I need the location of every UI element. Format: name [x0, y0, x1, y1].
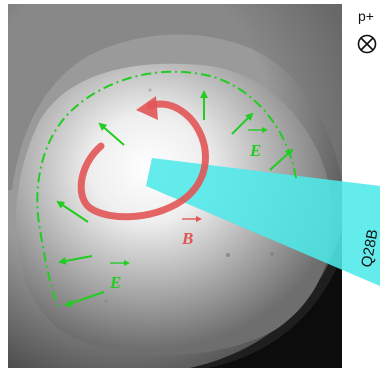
- probe-beam: [146, 158, 380, 286]
- e-lower-text: E: [109, 273, 121, 292]
- e-field-arrow: [269, 148, 294, 171]
- e-field-arrow: [64, 291, 105, 307]
- b-text: B: [181, 229, 193, 248]
- e-lower-label: E: [109, 260, 130, 292]
- b-label: B: [181, 216, 202, 248]
- beam-label: p+: [358, 8, 374, 24]
- b-field-arrowhead: [136, 96, 158, 120]
- field-boundary-line: [36, 70, 297, 307]
- e-field-arrow: [98, 122, 125, 146]
- e-field-arrow: [58, 255, 93, 265]
- e-upper-label: E: [248, 127, 268, 160]
- magnetic-field-loop: [77, 96, 209, 221]
- probe-label: Q28B: [358, 228, 380, 269]
- e-field-arrow: [56, 200, 89, 223]
- e-upper-text: E: [249, 141, 261, 160]
- electric-field-arrows: [56, 90, 294, 307]
- into-page-cross-icon: [357, 34, 377, 54]
- e-field-arrow: [231, 112, 254, 135]
